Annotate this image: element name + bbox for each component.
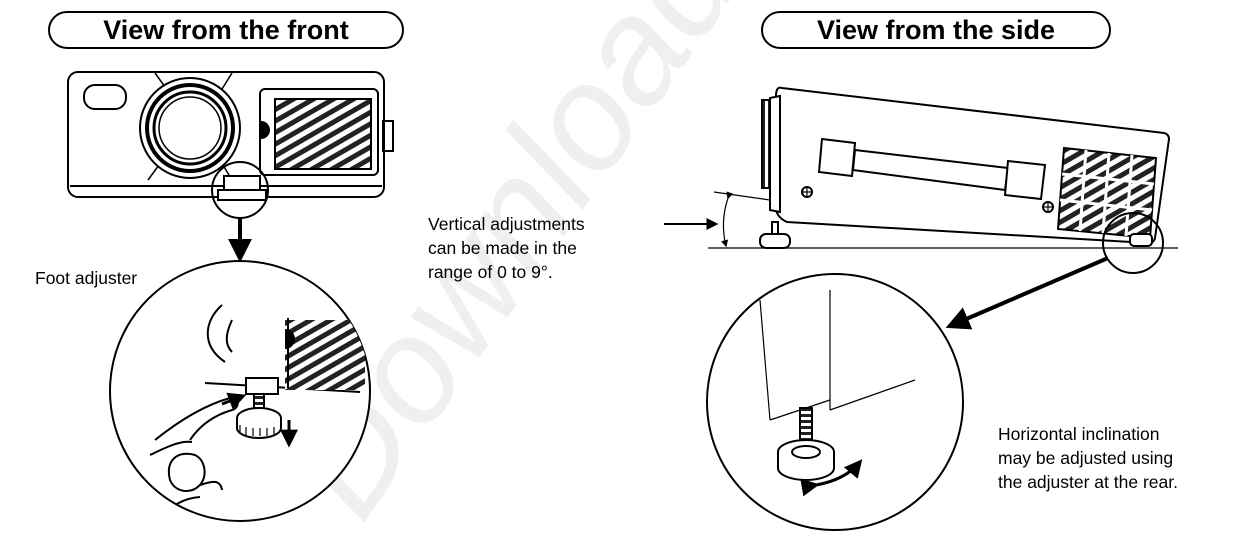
front-view-title: View from the front [48, 11, 404, 49]
foot-adjuster-label: Foot adjuster [35, 268, 138, 288]
side-projector [708, 86, 1178, 274]
front-projector [67, 71, 394, 219]
horizontal-note: Horizontal inclination may be adjusted u… [998, 422, 1178, 494]
front-magnified-detail [149, 304, 365, 521]
vertical-note-line-2: can be made in the [428, 238, 577, 258]
side-magnifier [706, 273, 964, 531]
vertical-note-line-1: Vertical adjustments [428, 214, 585, 234]
horizontal-note-line-3: the adjuster at the rear. [998, 472, 1178, 492]
side-arrow [945, 256, 1109, 330]
side-magnified-detail [759, 290, 916, 497]
front-view-title-text: View from the front [103, 14, 349, 45]
side-view-title: View from the side [761, 11, 1111, 49]
horizontal-note-line-1: Horizontal inclination [998, 424, 1160, 444]
side-view-title-text: View from the side [816, 14, 1056, 45]
vertical-note-line-3: range of 0 to 9°. [428, 262, 553, 282]
horizontal-note-line-2: may be adjusted using [998, 448, 1174, 468]
vertical-note: Vertical adjustments can be made in the … [428, 212, 585, 284]
